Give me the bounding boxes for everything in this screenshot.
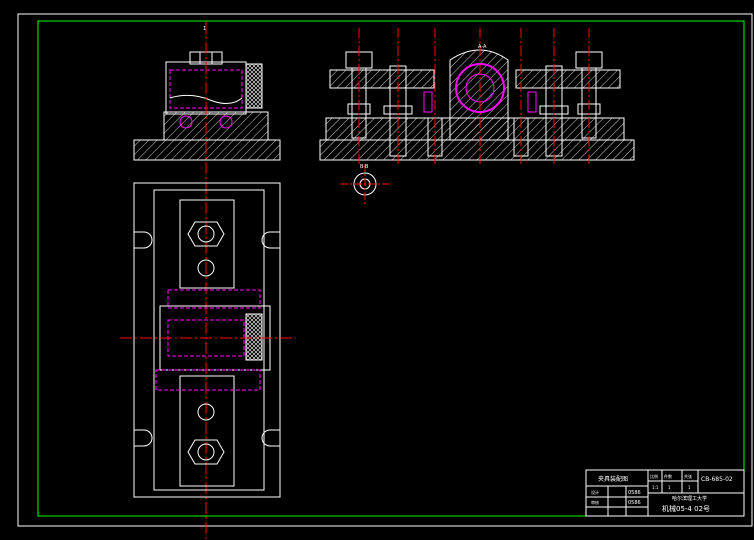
sheet-label: 共张 xyxy=(684,473,692,479)
sheet-value: 1 xyxy=(688,485,691,490)
class-label: 机械05-4 02号 xyxy=(662,504,710,513)
checker-label: 审核 xyxy=(591,499,599,505)
drawing-no: CB-685-02 xyxy=(701,476,733,483)
scale-label: 比例 xyxy=(650,473,658,479)
side-view: 1 xyxy=(133,22,281,540)
designer-value: 0586 xyxy=(628,490,641,496)
front-section-view: A-A xyxy=(319,28,635,165)
outer-border xyxy=(17,13,753,527)
designer-label: 设计 xyxy=(591,489,599,495)
front-view-label: A-A xyxy=(478,44,487,50)
qty-label: 件数 xyxy=(664,473,672,479)
qty-value: 1 xyxy=(668,485,671,490)
title-block: 夹具装配图 设计 0586 审核 0586 比例 1:1 件数 1 共张 1 C… xyxy=(585,469,745,517)
side-view-label: 1 xyxy=(203,26,206,32)
company-name: 哈尔滨理工大学 xyxy=(672,495,707,502)
plan-view xyxy=(120,182,296,498)
inner-border xyxy=(37,20,745,517)
drawing-name: 夹具装配图 xyxy=(598,475,628,483)
section-detail: B-B xyxy=(340,164,390,204)
section-label: B-B xyxy=(360,164,369,170)
checker-value: 0586 xyxy=(628,500,641,506)
scale-value: 1:1 xyxy=(652,485,659,490)
